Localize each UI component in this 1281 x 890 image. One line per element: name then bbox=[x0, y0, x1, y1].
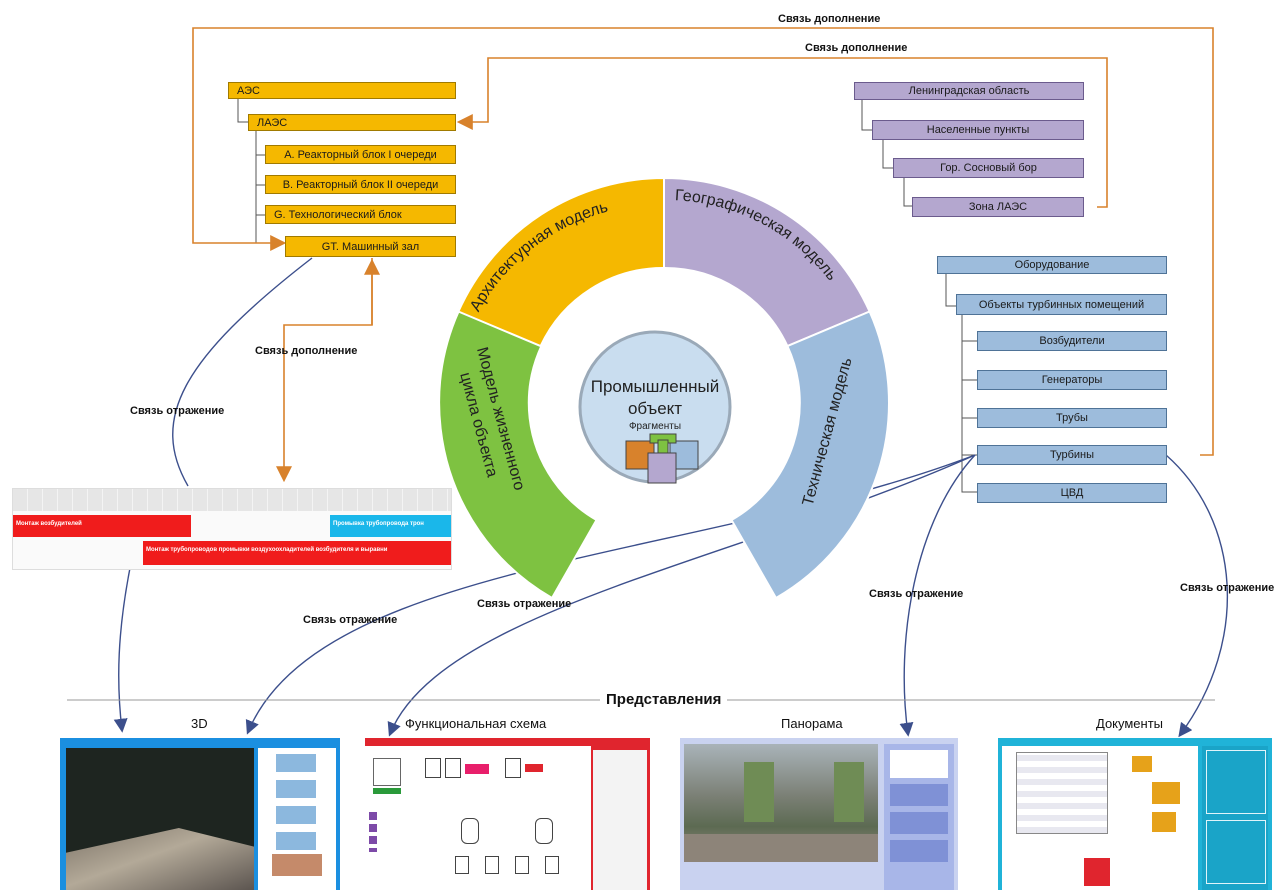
panorama-image bbox=[684, 744, 878, 862]
pdf-icon bbox=[1084, 858, 1110, 886]
documents-side-panel bbox=[1202, 746, 1268, 890]
center-title-1: Промышленный bbox=[591, 377, 720, 396]
3d-side-panel bbox=[258, 748, 336, 890]
view-title-docs: Документы bbox=[1096, 716, 1164, 731]
scheme-canvas bbox=[365, 746, 591, 890]
scheme-side-panel bbox=[593, 750, 647, 890]
gantt-bar-pipelines[interactable]: Монтаж трубопроводов промывки воздухоохл… bbox=[143, 541, 451, 565]
gantt-header bbox=[13, 489, 451, 511]
view-scheme-thumbnail[interactable] bbox=[365, 738, 650, 890]
tree-node-reactor-2[interactable]: B. Реакторный блок II очереди bbox=[265, 175, 456, 194]
view-documents-thumbnail[interactable] bbox=[998, 738, 1272, 890]
view-title-scheme: Функциональная схема bbox=[405, 716, 547, 731]
tree-node-reactor-1[interactable]: A. Реакторный блок I очереди bbox=[265, 145, 456, 164]
gantt-bar-exciters[interactable]: Монтаж возбудителей bbox=[13, 515, 191, 537]
documents-canvas bbox=[1002, 746, 1198, 890]
view-title-3d: 3D bbox=[191, 716, 208, 731]
lifecycle-model-segment bbox=[438, 236, 598, 600]
tree-node-generators[interactable]: Генераторы bbox=[977, 370, 1167, 390]
tree-node-tech-block[interactable]: G. Технологический блок bbox=[265, 205, 456, 224]
view-title-panorama: Панорама bbox=[781, 716, 843, 731]
reflection-label-3d: Связь отражение bbox=[303, 614, 398, 626]
tree-node-laes[interactable]: ЛАЭС bbox=[248, 114, 456, 131]
reflection-label-scheme: Связь отражение bbox=[477, 598, 572, 610]
tree-node-pipes[interactable]: Трубы bbox=[977, 408, 1167, 428]
gantt-chart-thumbnail[interactable]: Монтаж возбудителей Промывка трубопровод… bbox=[12, 488, 452, 570]
arch-model-segment bbox=[457, 176, 665, 348]
tree-node-turbine-room-objects[interactable]: Объекты турбинных помещений bbox=[956, 294, 1167, 315]
tree-node-leningrad-region[interactable]: Ленинградская область bbox=[854, 82, 1084, 100]
tree-node-hpc[interactable]: ЦВД bbox=[977, 483, 1167, 503]
tech-model-segment bbox=[730, 310, 890, 600]
tree-node-equipment[interactable]: Оборудование bbox=[937, 256, 1167, 274]
reflection-label-panorama: Связь отражение bbox=[869, 588, 964, 600]
3d-scene bbox=[66, 748, 254, 890]
tree-node-laes-zone[interactable]: Зона ЛАЭС bbox=[912, 197, 1084, 217]
tree-node-exciters[interactable]: Возбудители bbox=[977, 331, 1167, 351]
tree-node-settlements[interactable]: Населенные пункты bbox=[872, 120, 1084, 140]
model-ring bbox=[438, 176, 890, 600]
fragments-label: Фрагменты bbox=[629, 421, 681, 432]
view-3d-thumbnail[interactable] bbox=[60, 738, 340, 890]
reflection-label-docs: Связь отражение bbox=[1180, 582, 1275, 594]
complement-label-mid: Связь дополнение bbox=[255, 345, 358, 357]
tree-node-turbines[interactable]: Турбины bbox=[977, 445, 1167, 465]
fragments-icon bbox=[625, 433, 699, 484]
complement-links bbox=[192, 27, 1214, 483]
reflection-label-left: Связь отражение bbox=[130, 405, 225, 417]
tree-node-sosnovy-bor[interactable]: Гор. Сосновый бор bbox=[893, 158, 1084, 178]
geo-model-segment bbox=[663, 176, 871, 348]
complement-label-top: Связь дополнение bbox=[778, 13, 881, 25]
view-panorama-thumbnail[interactable] bbox=[680, 738, 958, 890]
panorama-side-panel bbox=[884, 744, 954, 890]
center-title-2: объект bbox=[628, 399, 682, 418]
gantt-bar-flush[interactable]: Промывка трубопровода трон bbox=[330, 515, 451, 537]
tree-node-turbine-hall[interactable]: GT. Машинный зал bbox=[285, 236, 456, 257]
complement-label-second: Связь дополнение bbox=[805, 42, 908, 54]
tree-node-npp[interactable]: АЭС bbox=[228, 82, 456, 99]
views-heading: Представления bbox=[600, 691, 728, 708]
